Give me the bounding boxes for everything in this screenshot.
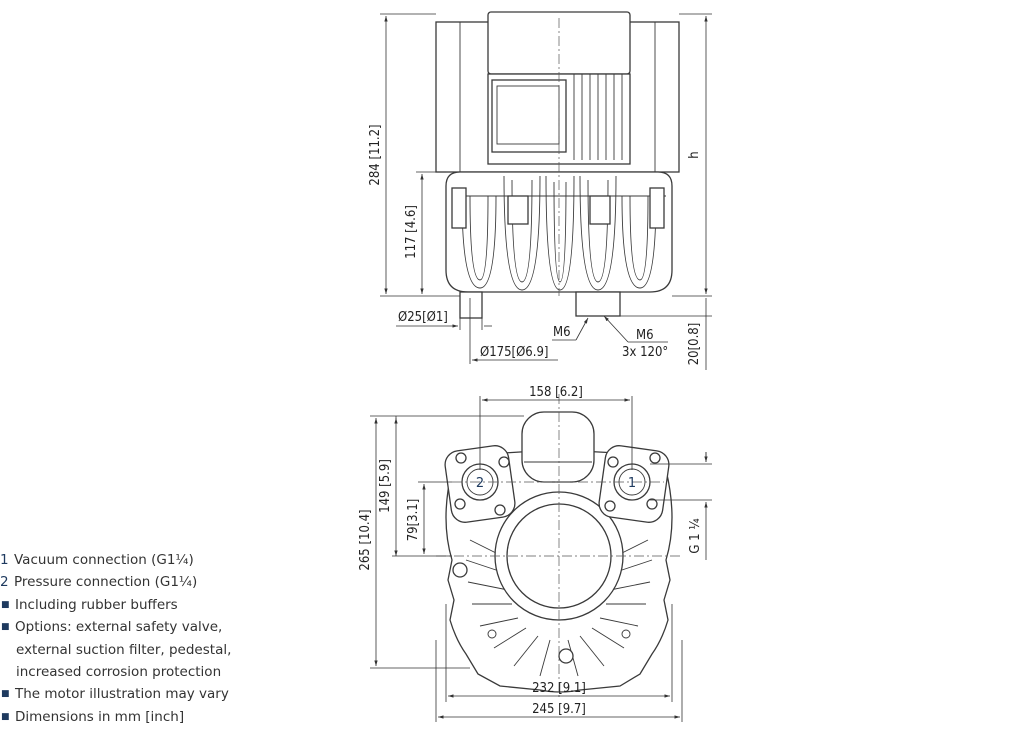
dim-height-284: 284 [11.2] [368,124,383,185]
dim-width-158: 158 [6.2] [529,385,583,400]
front-view: 2 1 158 [6.2] 265 [10.4] 149 [5.9] 79[3.… [358,385,712,722]
dim-thread-g: G 1 ¼ [688,518,703,553]
note-vacuum-connection: 1 Vacuum connection (G1¼) [0,549,300,571]
mount-foot-left [452,562,468,578]
note-options-line-2: external suction filter, pedestal, [16,641,232,658]
label-m6-left: M6 [553,325,571,340]
connection-pipe [459,291,483,319]
note-text: The motor illustration may vary [15,686,229,703]
dim-width-232: 232 [9.1] [532,681,586,696]
dim-height-h: h [687,151,702,158]
note-text: Including rubber buffers [15,596,178,613]
dim-height-117: 117 [4.6] [404,205,419,259]
note-motor-illustration: ■ The motor illustration may vary [0,683,300,705]
label-m6-right: M6 [636,328,654,343]
note-pressure-connection: 2 Pressure connection (G1¼) [0,571,300,593]
bullet-icon: ■ [1,689,10,700]
note-rubber-buffers: ■ Including rubber buffers [0,594,300,616]
dim-width-245: 245 [9.7] [532,702,586,717]
note-text: Vacuum connection (G1¼) [14,552,194,568]
terminal-box [491,79,567,153]
note-marker-1: 1 [0,552,9,568]
dim-height-265: 265 [10.4] [358,509,373,570]
dim-height-79: 79[3.1] [406,499,421,542]
notes-list: 1 Vacuum connection (G1¼) 2 Pressure con… [0,549,300,728]
note-marker-2: 2 [0,574,9,591]
side-view: 284 [11.2] 117 [4.6] Ø25[Ø1] Ø175[Ø6.9] … [368,11,712,370]
bullet-icon: ■ [1,622,10,633]
port-flange-2 [444,445,516,523]
dim-diameter-175: Ø175[Ø6.9] [480,345,548,360]
port-flange-1 [598,445,670,523]
note-text: Options: external safety valve, [15,619,223,636]
side-flange-left [451,187,467,229]
dim-diameter-25: Ø25[Ø1] [398,310,448,325]
port-2-number: 2 [476,476,484,491]
port-1-number: 1 [628,476,636,491]
note-dimension-units: ■ Dimensions in mm [inch] [0,706,300,728]
dim-height-149: 149 [5.9] [378,459,393,513]
label-m6-spacing: 3x 120° [622,345,668,360]
mount-foot-bottom [558,648,574,664]
bullet-icon: ■ [1,711,10,722]
rubber-buffer-foot [575,291,621,317]
note-text: Pressure connection (G1¼) [14,574,198,591]
note-text: Dimensions in mm [inch] [15,708,185,725]
note-options: ■ Options: external safety valve, [0,616,300,638]
dim-foot-20: 20[0.8] [687,323,702,366]
side-flange-right [649,187,665,229]
top-bulge [521,411,595,483]
bullet-icon: ■ [1,599,10,610]
note-options-line-3: increased corrosion protection [16,664,222,681]
